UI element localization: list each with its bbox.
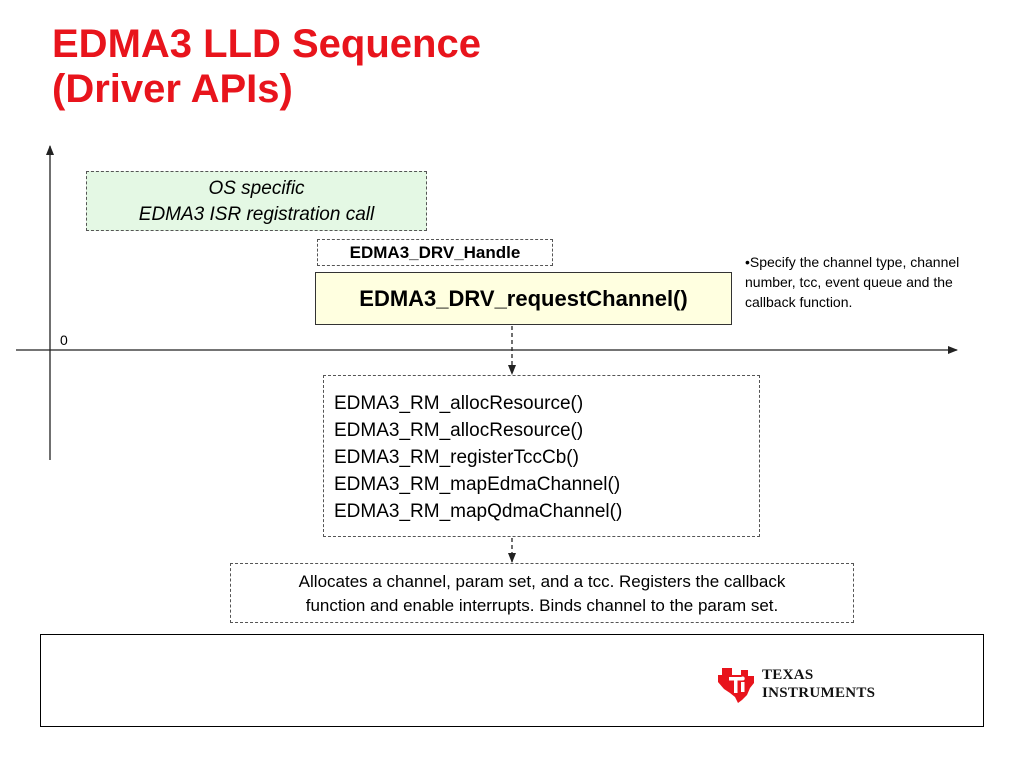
slide-title-line-2: (Driver APIs): [52, 67, 293, 111]
rm-call-4: EDMA3_RM_mapEdmaChannel(): [334, 474, 621, 495]
footer-box: [40, 634, 984, 727]
slide-title: EDMA3 LLD Sequence (Driver APIs): [52, 22, 481, 112]
alloc-line-2: function and enable interrupts. Binds ch…: [305, 596, 779, 615]
rm-call-5: EDMA3_RM_mapQdmaChannel(): [334, 501, 623, 522]
texas-instruments-logo-icon: [718, 668, 754, 703]
rm-calls-box: EDMA3_RM_allocResource() EDMA3_RM_allocR…: [323, 375, 760, 537]
os-box-line-2: EDMA3 ISR registration call: [138, 204, 375, 225]
ti-logo-line-1: TEXAS: [762, 667, 814, 683]
request-channel-box: EDMA3_DRV_requestChannel(): [315, 272, 732, 325]
drv-handle-box: EDMA3_DRV_Handle: [317, 239, 553, 266]
allocation-description-box: Allocates a channel, param set, and a tc…: [230, 563, 854, 623]
rm-call-3: EDMA3_RM_registerTccCb(): [334, 447, 579, 468]
os-specific-box: OS specific EDMA3 ISR registration call: [86, 171, 427, 231]
ti-logo-wordmark: TEXAS INSTRUMENTS: [762, 666, 875, 702]
axis-origin-label: 0: [60, 332, 68, 348]
os-box-line-1: OS specific: [208, 178, 305, 199]
ti-logo-line-2: INSTRUMENTS: [762, 685, 876, 701]
rm-call-2: EDMA3_RM_allocResource(): [334, 420, 584, 441]
request-channel-note: •Specify the channel type, channel numbe…: [745, 254, 960, 310]
rm-call-1: EDMA3_RM_allocResource(): [334, 393, 584, 414]
slide-title-line-1: EDMA3 LLD Sequence: [52, 22, 481, 66]
texas-instruments-logo: TEXAS INSTRUMENTS: [714, 662, 899, 706]
alloc-line-1: Allocates a channel, param set, and a tc…: [298, 572, 786, 591]
